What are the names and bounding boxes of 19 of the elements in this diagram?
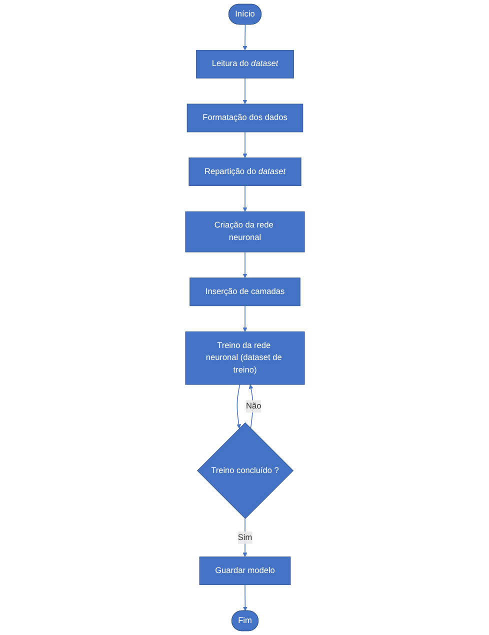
node-box: Guardar modelo — [198, 556, 290, 586]
edge-label: Sim — [237, 533, 252, 542]
arrow — [242, 24, 247, 50]
node-diamond: Treino concluído ? — [196, 422, 293, 519]
arrow — [242, 78, 247, 104]
arrow — [242, 584, 247, 612]
arrow — [248, 384, 253, 429]
arrow — [236, 384, 241, 429]
node-box: Treino da rede neuronal (dataset de treino) — [184, 331, 304, 385]
edge-label: Não — [246, 402, 261, 411]
node-box: Repartição do dataset — [188, 158, 301, 186]
arrow — [242, 305, 247, 332]
arrow — [242, 252, 247, 278]
node-box: Inserção de camadas — [189, 278, 300, 306]
node-box: Formatação dos dados — [186, 104, 303, 132]
arrow — [242, 185, 247, 212]
node-box: Leitura do dataset — [196, 50, 294, 78]
arrow — [242, 132, 247, 158]
node-box: Criação da rede neuronal — [184, 211, 304, 252]
